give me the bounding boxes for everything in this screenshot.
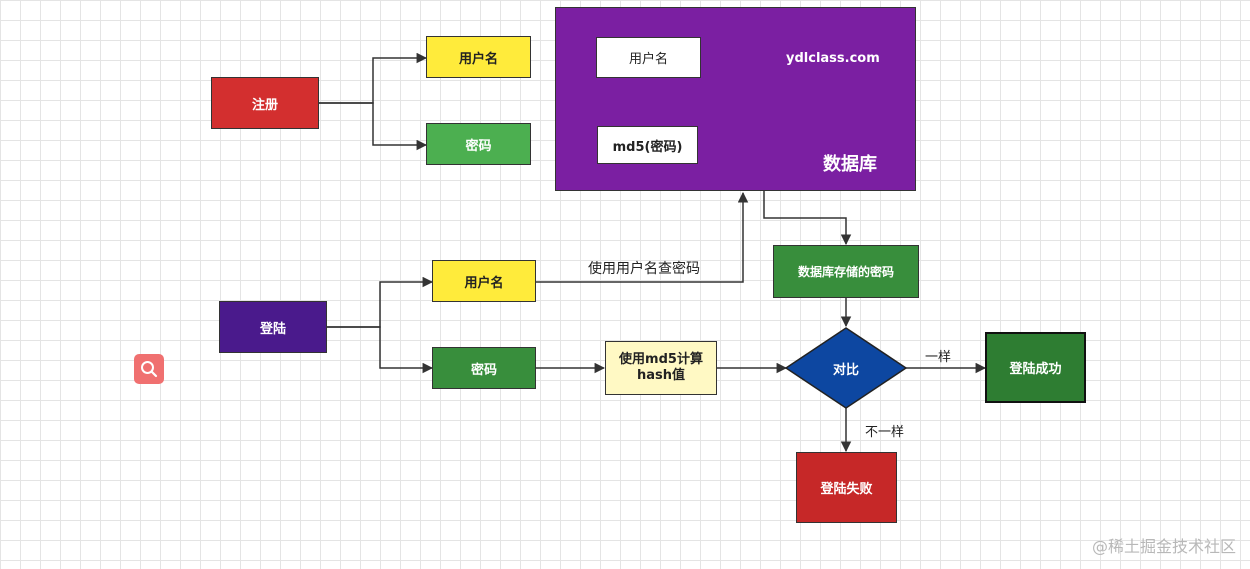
different-label: 不一样: [865, 425, 905, 440]
hash-box: 使用md5计算 hash值: [605, 341, 717, 395]
login-label: 登陆: [259, 321, 286, 337]
database-username-field: 用户名: [596, 37, 701, 78]
register-username-box: 用户名: [426, 36, 531, 78]
register-username-label: 用户名: [458, 51, 498, 67]
compare-label: 对比: [832, 363, 859, 378]
stored-password-label: 数据库存储的密码: [797, 265, 894, 279]
hash-label-line1: 使用md5计算: [619, 352, 703, 367]
search-button[interactable]: [134, 354, 164, 384]
success-box: 登陆成功: [985, 332, 1086, 403]
login-username-box: 用户名: [432, 260, 536, 302]
success-label: 登陆成功: [1009, 362, 1062, 377]
login-box: 登陆: [219, 301, 327, 353]
login-username-label: 用户名: [464, 275, 504, 291]
register-to-password-connector: [319, 102, 428, 151]
hash-label-line2: hash值: [636, 368, 686, 383]
search-icon: [141, 361, 158, 378]
database-domain: ydlclass.com: [786, 51, 880, 66]
stored-password-box: 数据库存储的密码: [773, 245, 919, 298]
fail-box: 登陆失败: [796, 452, 897, 523]
fail-label: 登陆失败: [820, 482, 873, 497]
login-to-password-connector: [327, 326, 434, 374]
watermark: @稀土掘金技术社区: [1091, 537, 1236, 556]
database-username-label: 用户名: [628, 52, 668, 67]
database-to-stored-connector: [763, 191, 852, 246]
login-password-label: 密码: [470, 362, 497, 378]
query-password-connector: [536, 191, 749, 283]
query-password-label: 使用用户名查密码: [588, 261, 700, 277]
database-box: 用户名 md5(密码) ydlclass.com 数据库: [555, 7, 916, 191]
login-password-box: 密码: [432, 347, 536, 389]
register-label: 注册: [251, 97, 278, 113]
database-password-label: md5(密码): [612, 139, 683, 155]
database-title: 数据库: [823, 154, 877, 175]
register-box: 注册: [211, 77, 319, 129]
register-password-label: 密码: [465, 138, 492, 154]
register-to-username-connector: [319, 52, 428, 104]
login-to-username-connector: [327, 276, 434, 328]
same-label: 一样: [925, 350, 952, 365]
register-password-box: 密码: [426, 123, 531, 165]
compare-diamond-shape: [784, 327, 908, 409]
database-password-field: md5(密码): [597, 126, 698, 164]
